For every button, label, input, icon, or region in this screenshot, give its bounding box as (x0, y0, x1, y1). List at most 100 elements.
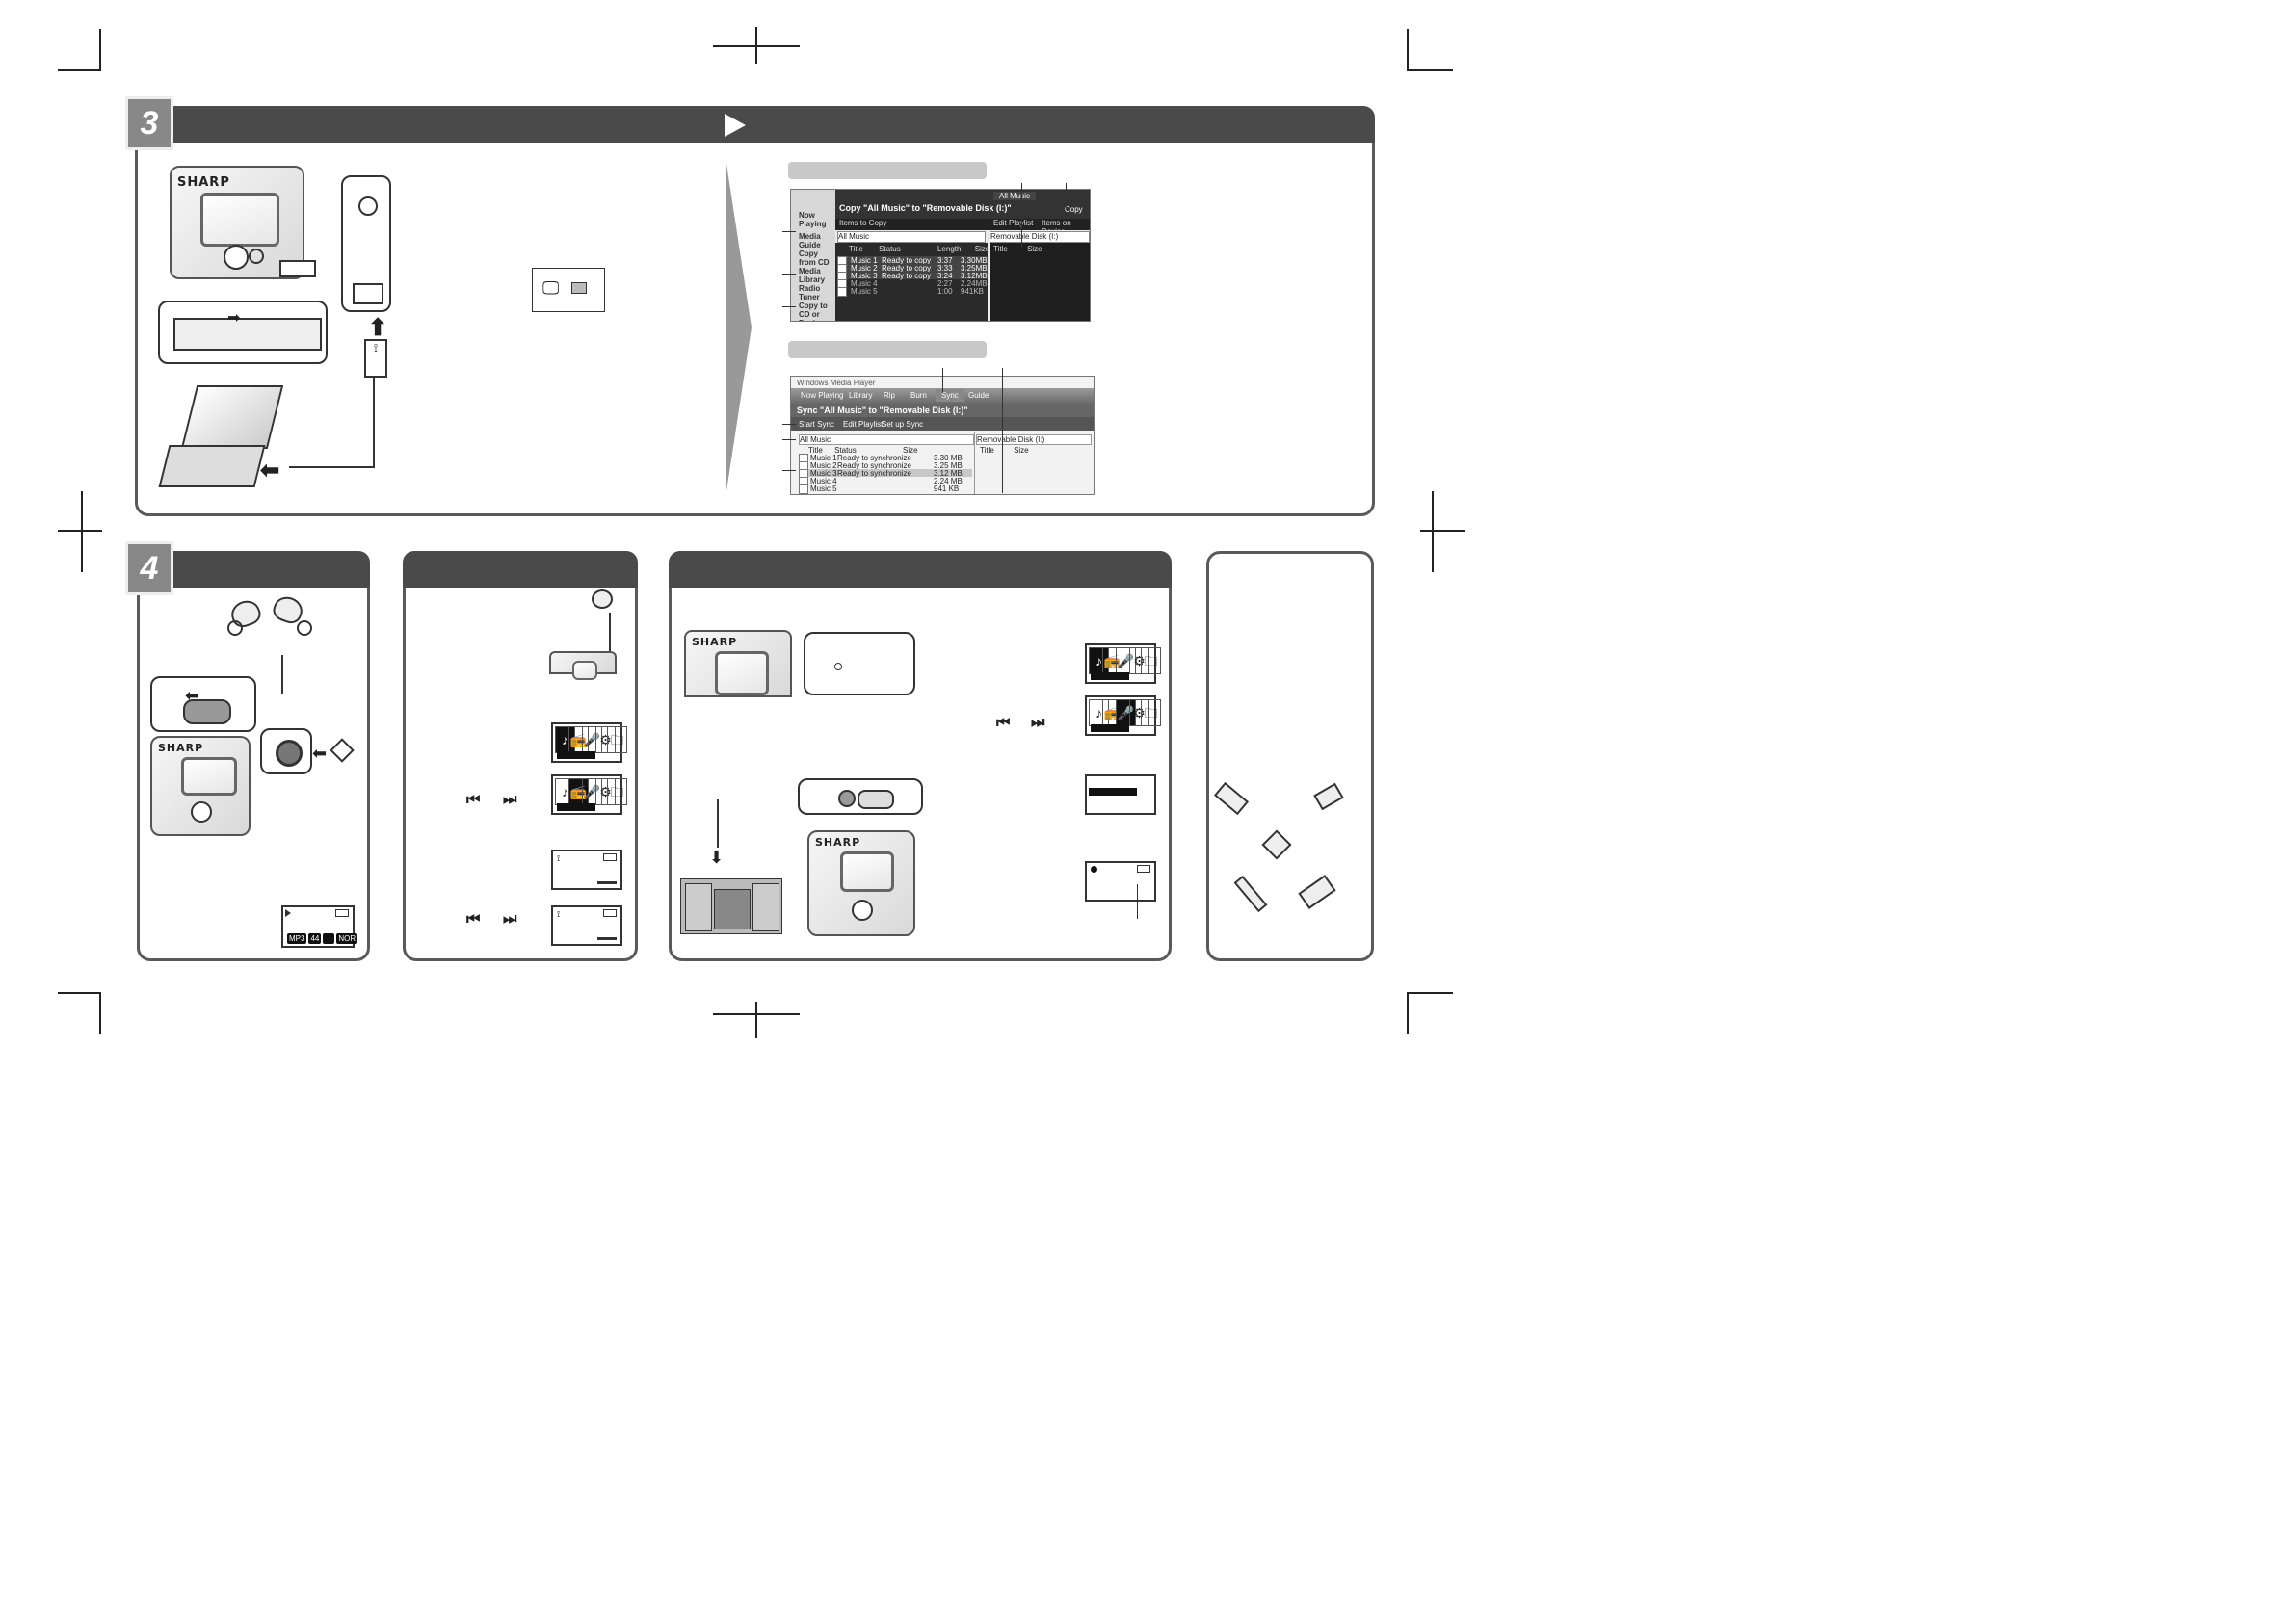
computer-icon: 🖵 (542, 278, 560, 298)
record-dot-icon (1091, 866, 1097, 873)
column-status[interactable]: Status (879, 245, 901, 253)
record-indicator (834, 663, 842, 670)
column-length[interactable]: Length (937, 245, 962, 253)
music-icon[interactable]: ♪ (1089, 647, 1109, 674)
column-title[interactable]: Title (849, 245, 863, 253)
usb-cable-plug: ⟟ (364, 339, 387, 378)
wmp11-columns-header: Title Status Size (808, 446, 918, 455)
device-select[interactable]: Removable Disk (I:) (976, 434, 1092, 445)
earbud (592, 589, 613, 609)
headphone-jack-callout (260, 728, 312, 774)
set-up-sync-button[interactable]: Set up Sync (882, 420, 924, 429)
column-title[interactable]: Title (993, 245, 1008, 253)
title-cell: Music 3 (851, 272, 878, 280)
lcd-menu-music: ♪ 📻 🎤 ⚙ 🗀 (1085, 643, 1161, 684)
next-track-icon: ⏭ (1031, 715, 1045, 731)
window-title: Windows Media Player (797, 379, 876, 387)
column-size[interactable]: Size (902, 446, 918, 455)
device-screen (181, 757, 237, 796)
wmp11-screenshot: Windows Media Player Now Playing Library… (790, 376, 1095, 495)
tuning-bar (597, 937, 617, 940)
crop-mark (58, 530, 102, 532)
column-title[interactable]: Title (980, 446, 994, 455)
big-arrow-icon (726, 164, 752, 491)
title-cell: Music 4 (851, 279, 878, 288)
column-size[interactable]: Size (1014, 446, 1029, 455)
edit-playlist-button[interactable]: Edit Playlist (843, 420, 884, 429)
left-library-select[interactable]: All Music (799, 434, 974, 445)
usb-cable (289, 466, 375, 468)
tab-sync[interactable]: Sync (936, 389, 964, 402)
row-checkbox[interactable] (799, 484, 808, 494)
pointer-line (782, 470, 796, 471)
copy-button[interactable]: Copy (1065, 205, 1083, 214)
column-size[interactable]: Size (974, 245, 990, 253)
pointer-line (942, 368, 943, 393)
usb-slide-callout: ➡ (158, 301, 328, 364)
wmp11-right-columns: Title Size (980, 446, 1029, 455)
length-cell: 3:33 (937, 264, 953, 273)
marker-circle (297, 620, 312, 636)
column-status[interactable]: Status (834, 446, 857, 455)
tab-guide[interactable]: Guide (968, 391, 990, 400)
tab-burn[interactable]: Burn (910, 391, 927, 400)
column-title[interactable]: Title (808, 446, 823, 455)
wmp10-right-columns: Title Size (993, 245, 1042, 253)
gear-icon[interactable]: ⚙ (595, 726, 616, 753)
tab-library[interactable]: Library (849, 391, 873, 400)
pointer-line (782, 274, 796, 275)
sidebar-item-copy-from-cd[interactable]: Copy from CD (799, 249, 830, 267)
length-cell: 2:27 (937, 279, 953, 288)
size-cell: 3.25 MB (934, 461, 963, 470)
device-select[interactable]: Removable Disk (I:) (990, 231, 1090, 243)
device-screen (715, 651, 769, 695)
play-triangle-icon (285, 909, 291, 917)
sidebar-item-media-guide[interactable]: Media Guide (799, 232, 821, 249)
sidebar-item-copy-to-cd[interactable]: Copy to CD or Device (799, 301, 828, 321)
hold-switch[interactable] (183, 699, 231, 724)
title-cell: Music 5 (810, 484, 837, 493)
start-sync-button[interactable]: Start Sync (799, 420, 834, 429)
sidebar-item-media-library[interactable]: Media Library (799, 267, 826, 284)
size-cell: 3.25MB (961, 264, 988, 273)
folder-icon[interactable]: 🗀 (1141, 699, 1161, 726)
playback-panel (403, 551, 638, 961)
row-checkbox[interactable] (837, 287, 847, 297)
sidebar-item-now-playing[interactable]: Now Playing (799, 211, 827, 228)
tab-rip[interactable]: Rip (884, 391, 896, 400)
search-select[interactable]: All Music (993, 192, 1037, 200)
wmp10-columns-header: Title Status Length Size (837, 245, 990, 253)
folder-icon[interactable]: 🗀 (607, 726, 627, 753)
gear-icon[interactable]: ⚙ (1129, 647, 1149, 674)
next-track-icon: ⏭ (503, 792, 517, 808)
step3-number-badge: 3 (125, 96, 173, 150)
device-screen (200, 193, 279, 247)
left-library-select[interactable]: All Music (837, 231, 986, 243)
tab-now-playing[interactable]: Now Playing (801, 391, 844, 400)
gear-icon[interactable]: ⚙ (1129, 699, 1149, 726)
pane-divider (974, 432, 975, 494)
line-in-callout (798, 778, 923, 815)
arrow-left-icon: ⬅ (312, 744, 328, 763)
switch[interactable] (858, 790, 894, 809)
sharp-logo: SHARP (815, 836, 861, 849)
sidebar-item-radio-tuner[interactable]: Radio Tuner (799, 284, 821, 301)
lcd-menu-mic: ♪ 📻 🎤 ⚙ 🗀 (1085, 695, 1161, 736)
folder-icon[interactable]: 🗀 (1141, 647, 1161, 674)
edit-playlist-button[interactable]: Edit Playlist (993, 219, 1034, 227)
pointer-line (782, 439, 796, 440)
gear-icon[interactable]: ⚙ (595, 778, 616, 805)
folder-icon[interactable]: 🗀 (607, 778, 627, 805)
column-size[interactable]: Size (1027, 245, 1042, 253)
removable-disk-icon (571, 282, 587, 294)
